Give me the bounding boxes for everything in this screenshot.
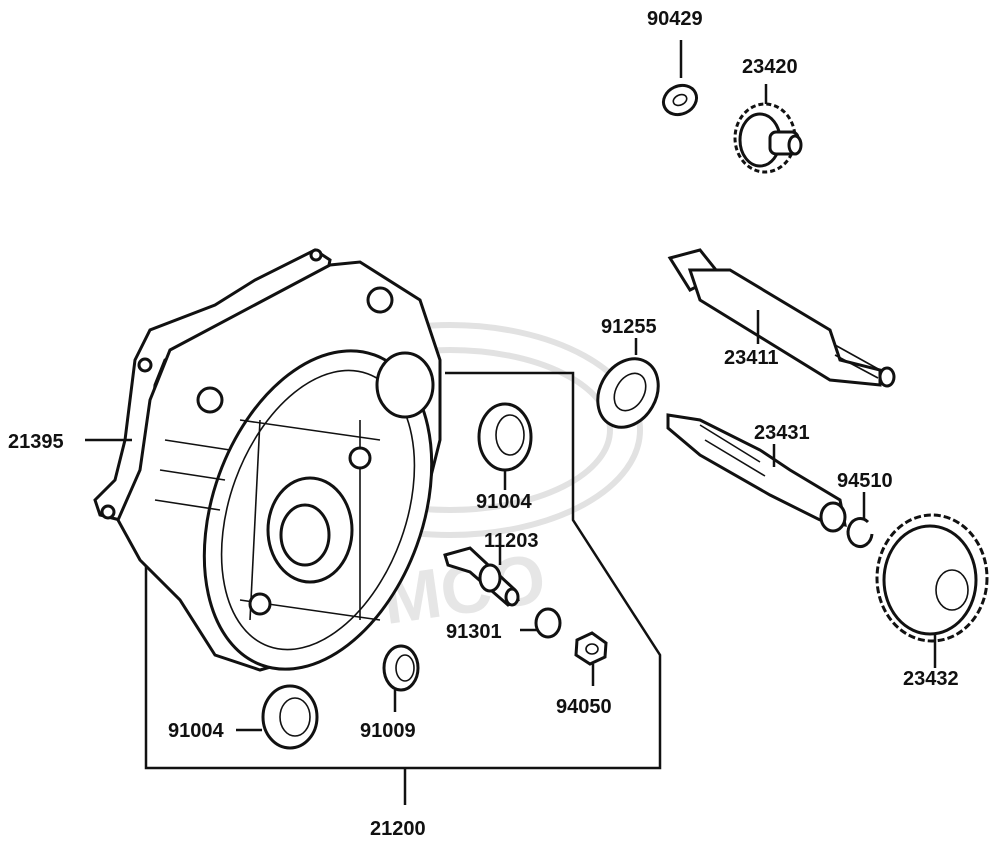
drive-shaft bbox=[667, 248, 896, 388]
part-label-90429: 90429 bbox=[647, 8, 703, 30]
assembly-bracket-line bbox=[144, 371, 662, 770]
small-gear bbox=[733, 102, 803, 174]
large-gear bbox=[875, 513, 989, 643]
part-label-23431: 23431 bbox=[754, 422, 810, 444]
part-label-23432: 23432 bbox=[903, 668, 959, 690]
circlip bbox=[846, 517, 874, 548]
bearing bbox=[596, 357, 660, 429]
part-label-91004: 91004 bbox=[476, 491, 532, 513]
part-label-94050: 94050 bbox=[556, 696, 612, 718]
transmission-case bbox=[116, 260, 442, 672]
part-label-94510: 94510 bbox=[837, 470, 893, 492]
shaft-pin bbox=[443, 546, 520, 607]
part-label-91009: 91009 bbox=[360, 720, 416, 742]
part-label-21395: 21395 bbox=[8, 431, 64, 453]
part-label-11203: 11203 bbox=[484, 530, 539, 552]
bearing bbox=[382, 644, 420, 692]
part-label-91004-lower: 91004 bbox=[168, 720, 224, 742]
part-label-91255: 91255 bbox=[601, 316, 657, 338]
nut bbox=[574, 631, 608, 666]
part-label-23420: 23420 bbox=[742, 56, 798, 78]
gasket-hole bbox=[309, 248, 323, 262]
counter-shaft bbox=[666, 413, 847, 533]
gasket-hole bbox=[137, 357, 153, 373]
part-label-23411: 23411 bbox=[724, 347, 779, 369]
washer bbox=[661, 83, 699, 117]
part-label-91301: 91301 bbox=[446, 621, 502, 643]
part-label-21200: 21200 bbox=[370, 818, 426, 840]
gasket-hole bbox=[100, 504, 116, 520]
bearing bbox=[261, 684, 319, 750]
oring bbox=[534, 607, 562, 639]
